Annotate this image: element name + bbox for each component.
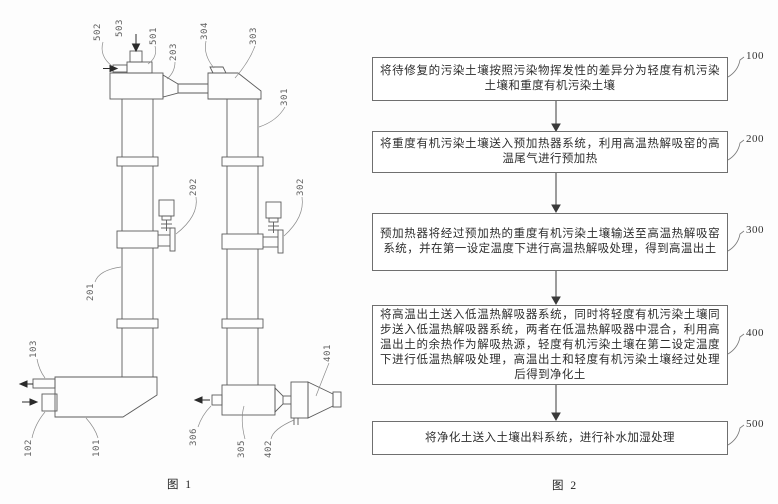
- right-column-flange-1: [221, 156, 264, 167]
- cyclone-cone-401: [307, 381, 334, 419]
- right-valve-actuator-302: [265, 201, 282, 219]
- outlet-left-arrow-306-icon: [193, 396, 210, 404]
- arrow-400-500-icon: [551, 385, 561, 422]
- figure-2-caption: 图 2: [552, 480, 579, 492]
- discharge-box-305: [221, 384, 276, 416]
- right-valve-flange-plate: [277, 229, 284, 254]
- reference-leader-lines: [31, 40, 330, 440]
- reference-numerals: 502 503 501 203 304 303 301 202 302 201 …: [24, 19, 333, 458]
- right-column-valve-band: [221, 233, 264, 250]
- inlet-right-arrow-icon: [103, 64, 119, 73]
- discharge-box-101: [54, 376, 158, 418]
- fig1-label-501: 501: [149, 27, 159, 45]
- fig1-label-502: 502: [93, 23, 103, 41]
- inlet-nozzle-102: [41, 393, 58, 412]
- flow-step-300-text: 预加热器将经过预加热的重度有机污染土壤输送至高温热解吸窑系统，并在第一设定温度下…: [380, 228, 720, 255]
- flow-step-400: 将高温出土送入低温热解吸器系统，同时将轻度有机污染土壤同步送入低温热解吸器系统，…: [372, 305, 728, 385]
- fig1-label-101: 101: [92, 439, 102, 457]
- discharge-unit-101: [32, 376, 158, 418]
- left-valve-actuator-202: [158, 199, 175, 217]
- flow-direction-arrows: [18, 34, 210, 406]
- fig1-label-201: 201: [86, 283, 96, 301]
- flow-ref-300: 300: [746, 224, 764, 236]
- flow-step-200: 将重度有机污染土壤送入预加热器系统，利用高温热解吸窑的高温尾气进行预加热: [372, 131, 728, 173]
- fig1-label-304: 304: [200, 22, 210, 40]
- flow-step-500-text: 将净化土送入土壤出料系统，进行补水加湿处理: [425, 431, 675, 444]
- left-outlet-transition: [162, 74, 179, 98]
- cyclone-outlet: [332, 391, 342, 408]
- flow-step-500: 将净化土送入土壤出料系统，进行补水加湿处理: [372, 421, 728, 455]
- left-column-valve-band: [116, 230, 159, 249]
- fig1-label-102: 102: [24, 439, 34, 457]
- fig1-label-305: 305: [237, 440, 247, 458]
- neck-transition: [274, 386, 284, 414]
- cyclone-body-401: [290, 381, 309, 419]
- right-tower: [207, 66, 284, 385]
- fig1-label-203: 203: [169, 43, 179, 61]
- outlet-nozzle-306: [211, 394, 223, 406]
- fig1-label-401: 401: [323, 344, 333, 362]
- left-hopper-box: [109, 72, 164, 100]
- fig1-label-503: 503: [115, 19, 125, 37]
- fig1-label-202: 202: [189, 178, 199, 196]
- arrow-300-400-icon: [551, 271, 561, 306]
- fig1-label-302: 302: [296, 178, 306, 196]
- step-ref-leaders: [727, 56, 745, 446]
- left-column-flange-2: [116, 318, 159, 329]
- flow-step-400-text: 将高温出土送入低温热解吸器系统，同时将轻度有机污染土壤同步送入低温热解吸器系统，…: [380, 308, 720, 381]
- left-valve-base: [161, 215, 172, 221]
- right-column-flange-2: [221, 318, 264, 329]
- fig1-label-303: 303: [249, 27, 259, 45]
- top-cap-503: [129, 50, 143, 63]
- fig1-label-103: 103: [29, 340, 39, 358]
- left-tower: [109, 50, 208, 377]
- flow-step-200-text: 将重度有机污染土壤送入预加热器系统，利用高温热解吸窑的高温尾气进行预加热: [380, 138, 720, 165]
- right-head-box-303: [207, 72, 262, 100]
- flow-step-100-text: 将待修复的污染土壤按照污染物挥发性的差异分为轻度有机污染土壤和重度有机污染土壤: [380, 65, 720, 92]
- flow-step-100: 将待修复的污染土壤按照污染物挥发性的差异分为轻度有机污染土壤和重度有机污染土壤: [372, 57, 728, 101]
- top-nozzle-304: [209, 66, 227, 74]
- discharge-unit-305-401: [211, 381, 342, 425]
- flow-ref-400: 400: [746, 327, 764, 339]
- feed-down-arrow-icon: [131, 34, 141, 53]
- flow-step-300: 预加热器将经过预加热的重度有机污染土壤输送至高温热解吸窑系统，并在第一设定温度下…: [372, 213, 728, 271]
- flow-ref-200: 200: [746, 133, 764, 145]
- left-valve-flange-plate: [169, 227, 176, 252]
- outlet-left-arrow-103-icon: [18, 380, 33, 388]
- arrow-100-200-icon: [551, 101, 561, 133]
- left-column-flange-1: [116, 156, 159, 167]
- fig1-label-306: 306: [189, 428, 199, 446]
- fig1-label-402: 402: [264, 440, 274, 458]
- outlet-nozzle-103: [32, 378, 56, 389]
- arrow-200-300-icon: [551, 173, 561, 214]
- figure-1-schematic: 502 503 501 203 304 303 301 202 302 201 …: [18, 19, 342, 491]
- right-valve-base: [268, 217, 279, 223]
- fig1-label-301: 301: [280, 88, 290, 106]
- inlet-right-arrow-102-icon: [22, 398, 39, 406]
- figure-1-caption: 图 1: [167, 478, 193, 491]
- flow-ref-100: 100: [746, 50, 764, 62]
- flow-ref-500: 500: [746, 418, 764, 430]
